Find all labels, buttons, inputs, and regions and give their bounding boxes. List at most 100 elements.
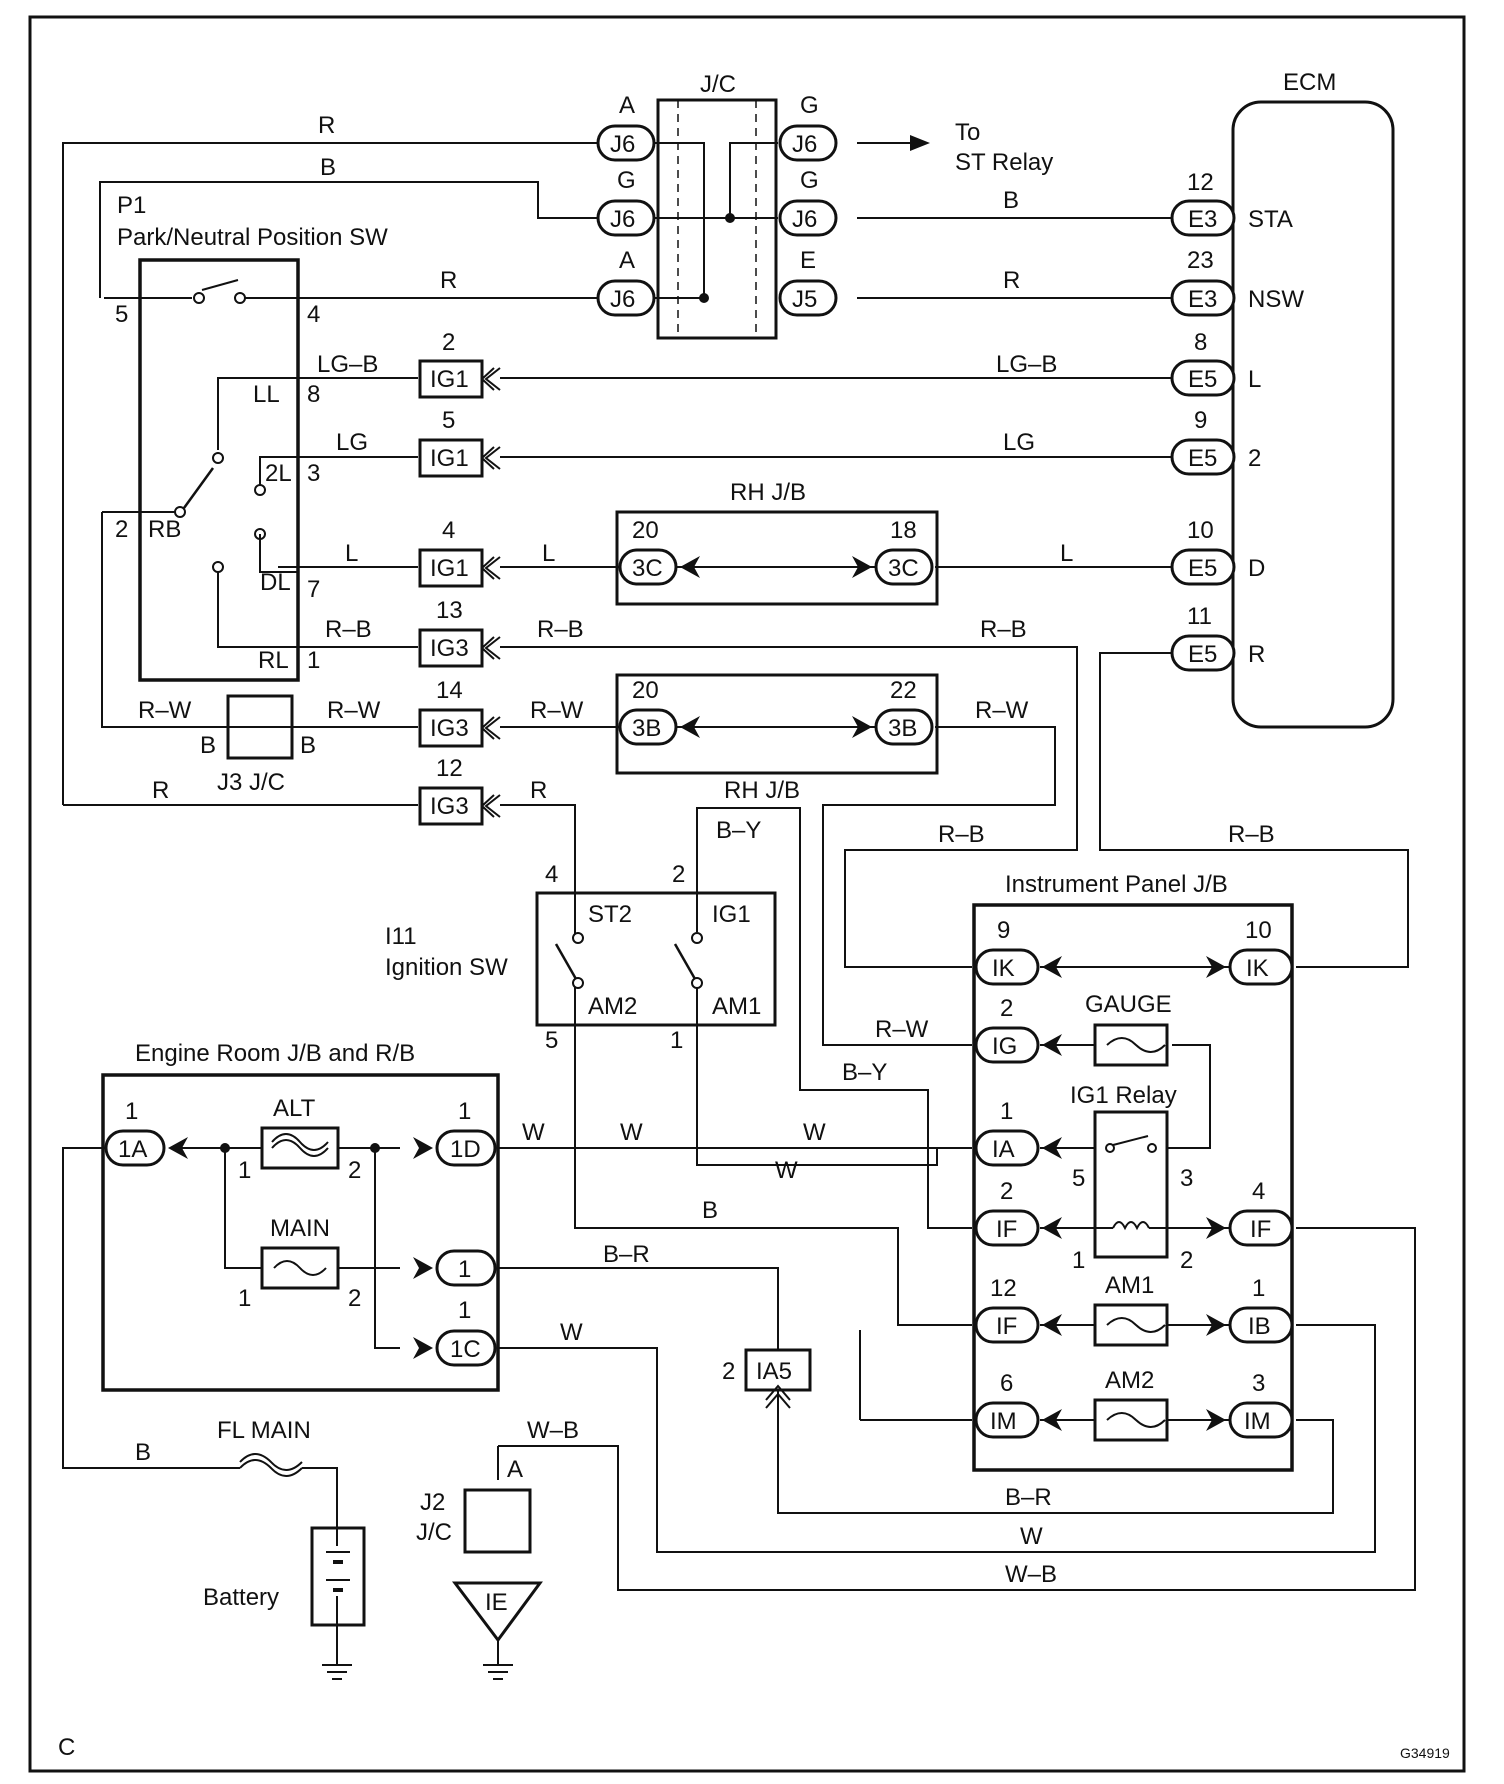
pin-ig3-14: 14 [436,677,463,704]
rh-jb-title-2: RH J/B [724,777,800,804]
pin-p2: 2 [115,516,128,543]
jc-title: J/C [700,71,736,98]
connector-3ba: 3B [632,715,661,742]
wire-l1: L [345,540,358,567]
connector-j6a1: J6 [610,131,635,158]
wire-r3: R [1003,267,1020,294]
connector-ig3a: IG3 [430,635,469,662]
wire-rw2: R–W [327,697,381,724]
connector-ig1a: IG1 [430,366,469,393]
wire-l2: L [542,540,555,567]
connector-ig1c: IG1 [430,555,469,582]
pin-je: E [800,247,816,274]
ipjb-title: Instrument Panel J/B [1005,871,1228,898]
pin-p5: 5 [115,301,128,328]
pin-ja1: A [619,92,635,119]
instrument-panel-jb-box [972,903,1294,1472]
pin-ig1-2: 2 [442,329,455,356]
pin-e12: 12 [1187,169,1214,196]
wire-rb3: R–B [980,616,1027,643]
fl-main-label: FL MAIN [217,1417,311,1444]
pin-jg2: G [800,92,819,119]
pin-p4: 4 [307,301,320,328]
connector-e3a: E3 [1188,206,1217,233]
pin-ja2: A [619,247,635,274]
wire-rb2: R–B [537,616,584,643]
wire-b4: B [135,1439,151,1466]
connector-c1: 1 [458,1256,471,1283]
pin-er1d: 1 [458,1098,471,1125]
main-label: MAIN [270,1215,330,1242]
ecm-box [1231,100,1395,729]
wire-w5: W [560,1319,583,1346]
wire-b3: B [702,1197,718,1224]
pin-r3: 3 [1180,1165,1193,1192]
wire-wb2: W–B [1005,1561,1057,1588]
pin-r1: 1 [1072,1247,1085,1274]
connector-ia: IA [992,1136,1015,1163]
figure-id: G34919 [1400,1745,1450,1761]
diagram-frame [28,15,1466,1773]
fl-main-fusible-link [239,1459,303,1477]
pin-jg3: G [800,167,819,194]
wire-rw1: R–W [138,697,192,724]
am2-fuse [1093,1398,1169,1442]
ignition-switch-box [535,891,777,1027]
connector-3bb: 3B [888,715,917,742]
connector-3ca: 3C [632,555,663,582]
j2-jc-box [463,1488,532,1554]
pin-rh18: 18 [890,517,917,544]
connector-ifa: IF [996,1216,1017,1243]
wire-rb1: R–B [325,616,372,643]
j3-jc-box [226,694,294,760]
pin-ig1-4: 4 [442,517,455,544]
ig1-relay-box [1093,1110,1169,1259]
am1-fuse [1093,1303,1169,1347]
connector-e3b: E3 [1188,286,1217,313]
connector-ia5: IA5 [756,1358,792,1385]
st2-label: ST2 [588,901,632,928]
wire-br2: B–R [1005,1484,1052,1511]
pin-er1a: 1 [125,1098,138,1125]
pin-im3: 3 [1252,1370,1265,1397]
pin-ia-1: 1 [1000,1098,1013,1125]
2l-label: 2L [265,460,292,487]
wire-w1: W [522,1119,545,1146]
connector-1a: 1A [118,1136,147,1163]
connector-ika: IK [992,955,1015,982]
am1-fuse-label: AM1 [1105,1272,1154,1299]
ecm-title: ECM [1283,69,1336,96]
am2-fuse-label: AM2 [1105,1367,1154,1394]
rh-jb-title: RH J/B [730,479,806,506]
connector-1c: 1C [450,1336,481,1363]
connector-e5c: E5 [1188,555,1217,582]
connector-j6g3: J6 [792,206,817,233]
wire-lg2: LG [1003,429,1035,456]
wire-lgb1: LG–B [317,351,378,378]
rb-label: RB [148,516,181,543]
wire-rb5: R–B [1228,821,1275,848]
wire-r2: R [440,267,457,294]
pin-er1c: 1 [458,1297,471,1324]
wire-r4: R [152,777,169,804]
connector-imb: IM [1244,1408,1271,1435]
junction-dots [220,213,735,1153]
gauge-fuse [1093,1023,1169,1067]
pin-s5: 5 [545,1027,558,1054]
am1-label: AM1 [712,993,761,1020]
dl-label: DL [260,569,291,596]
wire-r1: R [318,112,335,139]
wires [62,142,1416,1680]
connector-e5d: E5 [1188,641,1217,668]
connector-j6a2: J6 [610,286,635,313]
j3-jc-title: J3 J/C [217,769,285,796]
connector-1d: 1D [450,1136,481,1163]
pin-ig-2: 2 [1000,995,1013,1022]
ecm-l-label: L [1248,366,1261,393]
pin-p1: 1 [307,647,320,674]
pin-ik9: 9 [997,917,1010,944]
wire-r5: R [530,777,547,804]
connector-ikb: IK [1246,955,1269,982]
pin-alt2: 2 [348,1157,361,1184]
